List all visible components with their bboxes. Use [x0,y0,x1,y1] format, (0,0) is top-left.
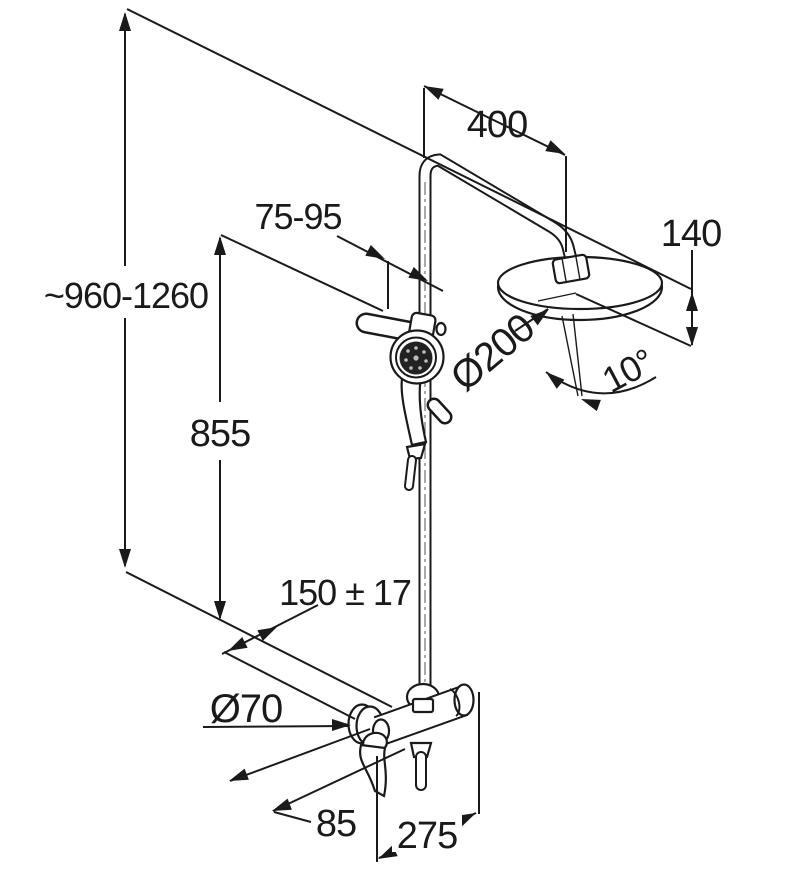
spray-lines [561,313,583,397]
label-mixer-length: 275 [397,815,457,857]
label-rail-length: 855 [190,413,250,455]
label-overall-height: ~960-1260 [44,275,208,316]
label-lever-reach: 85 [316,803,356,845]
mixer-reference-line [125,571,393,708]
dimension-lines [119,8,698,865]
mixer-valve [347,682,475,798]
riser-pipe [418,153,578,690]
dimension-lever-reach [226,728,406,823]
mixer-lever [359,743,387,798]
hand-shower-handle [400,374,428,447]
dimension-escutcheon [202,719,351,731]
dimension-mixer-length [375,692,480,865]
holder-knob [435,321,447,337]
dimension-rail-length [214,234,384,620]
dimension-holder-offset [336,235,444,309]
top-reference-line [126,8,692,290]
dimension-head-diameter [514,304,553,332]
hand-shower [355,311,453,491]
dimension-tilt-angle [542,367,657,412]
end-cap-ring [449,688,461,717]
spray-nozzles [404,346,428,370]
label-mask [392,814,462,852]
union-nut [411,697,435,714]
label-holder-offset: 75-95 [254,196,341,237]
label-head-diameter: Ø200 [443,306,543,400]
dimension-overall-height [119,8,692,708]
label-outlet-offset: 150 ± 17 [279,572,411,613]
label-tilt-angle: 10° [595,340,660,400]
label-arm-reach: 400 [467,104,527,146]
label-head-drop: 140 [661,213,721,255]
head-nut [551,253,591,285]
dimension-arm-reach [421,80,568,252]
dimension-outlet-offset [221,604,356,720]
label-escutcheon-diameter: Ø70 [210,687,283,731]
dimension-head-drop [575,250,698,347]
shower-column [347,153,664,798]
overhead-shower [496,253,664,322]
